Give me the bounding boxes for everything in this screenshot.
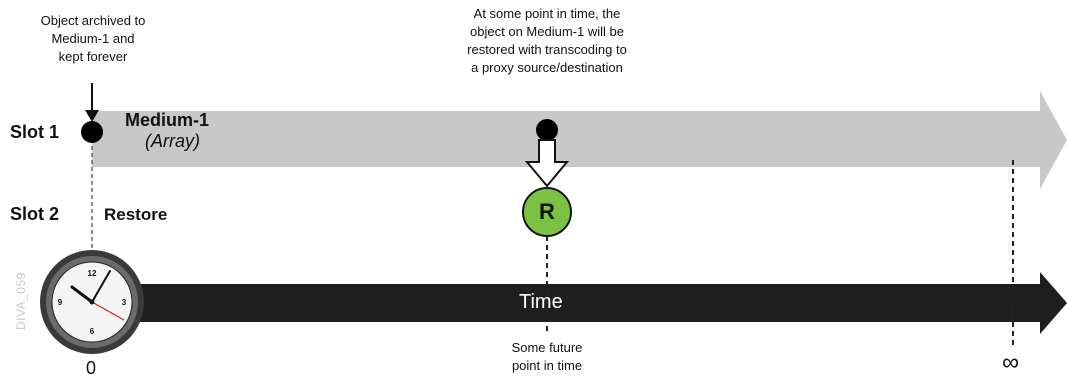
- restore-object-dot: [536, 119, 558, 141]
- time-end-label: ∞: [1002, 349, 1020, 376]
- future-note: Some future point in time: [511, 340, 583, 373]
- restore-label: Restore: [104, 205, 168, 224]
- svg-text:12: 12: [88, 269, 97, 278]
- slot-1-label: Slot 1: [10, 122, 60, 142]
- svg-text:3: 3: [122, 298, 127, 307]
- medium-arrow: [92, 91, 1067, 189]
- time-label: Time: [519, 291, 563, 313]
- medium-type: (Array): [145, 131, 200, 151]
- time-start-label: 0: [86, 358, 97, 378]
- down-arrow-icon: [524, 139, 570, 188]
- restore-badge-icon: [522, 187, 572, 237]
- svg-text:9: 9: [58, 298, 63, 307]
- svg-text:6: 6: [90, 327, 95, 336]
- archive-note: Object archived to Medium-1 and kept for…: [40, 13, 146, 64]
- time-arrow: [120, 272, 1067, 334]
- slot-2-label: Slot 2: [10, 204, 60, 224]
- archived-object-dot: [81, 121, 103, 143]
- restore-badge-letter: R: [539, 199, 555, 224]
- restore-note: At some point in time, the object on Med…: [467, 6, 627, 75]
- medium-name: Medium-1: [125, 110, 210, 130]
- clock-icon: 12 3 6 9: [40, 250, 144, 354]
- watermark: DIVA_059: [14, 272, 28, 330]
- archive-down-arrow-icon: [85, 83, 99, 122]
